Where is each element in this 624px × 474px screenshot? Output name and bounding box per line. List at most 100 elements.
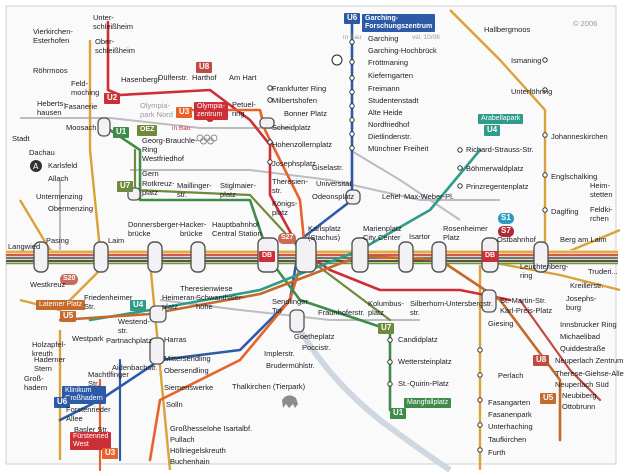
line-badge-s1[interactable]: S1 — [498, 213, 514, 224]
station-karlsfeld[interactable]: Karlsfeld — [48, 161, 78, 170]
station-karlsplatz[interactable]: Karlsplatz (Stachus) — [308, 224, 341, 242]
line-badge-u4-arabellapark[interactable]: U4 — [484, 125, 501, 136]
station-englschalking[interactable]: Englschalking — [551, 172, 598, 181]
station-georg-brauchle-ring[interactable]: Georg-Brauchle- Ring — [142, 136, 198, 154]
station-hoellriegelskreuth[interactable]: Höllriegelskreuth — [170, 446, 226, 455]
station-neuperlach-zentrum[interactable]: Neuperlach Zentrum — [555, 356, 624, 365]
station-petuelring[interactable]: Petuel- ring — [232, 100, 256, 118]
station-aidenbachstr[interactable]: Aidenbachstr. — [112, 363, 158, 372]
line-badge-u6[interactable]: U6 — [344, 13, 361, 24]
station-obermenzing[interactable]: Obermenzing — [48, 204, 94, 213]
station-wettersteinplatz[interactable]: Wettersteinplatz — [398, 357, 452, 366]
station-unterfoehring[interactable]: Unterföhring — [511, 87, 553, 96]
station-oberschleissheim[interactable]: Ober- schleißheim — [95, 37, 136, 55]
station-heimeranplatz[interactable]: Heimeran- platz — [162, 293, 198, 311]
station-klinikum-grosshadern[interactable]: Klinikum Großhadern — [62, 386, 106, 404]
station-rotkreuzplatz[interactable]: Rotkreuz- platz — [142, 179, 175, 197]
station-prinzregentenplatz[interactable]: Prinzregentenplatz — [466, 182, 529, 191]
station-unterschleissheim[interactable]: Unter- schleißheim — [93, 13, 134, 31]
line-badge-u3-south[interactable]: U3 — [102, 448, 119, 459]
station-freimann[interactable]: Freimann — [368, 84, 400, 93]
station-milbertshofen[interactable]: Milbertshofen — [272, 96, 318, 105]
station-heimstetten[interactable]: Heim- stetten — [590, 181, 613, 199]
station-therese-giehse-allee[interactable]: Therese-Giehse-Allee — [555, 369, 624, 378]
station-nordfriedhof[interactable]: Nordfriedhof — [368, 120, 410, 129]
station-st-quirin-platz[interactable]: St.-Quirin-Platz — [398, 379, 449, 388]
station-westpark[interactable]: Westpark — [72, 334, 104, 343]
station-hasenbergl[interactable]: Hasenbergl — [121, 75, 160, 84]
station-max-weber-platz[interactable]: Max-Weber-Pl. — [404, 192, 454, 201]
station-st-martin-str[interactable]: St.-Martin-Str. — [500, 296, 547, 305]
station-fuerstenried-west[interactable]: Fürstenried West — [70, 432, 112, 450]
station-donnersbergerbruecke[interactable]: Donnersberger- brücke — [128, 220, 181, 238]
line-badge-s20[interactable]: S20 — [60, 274, 79, 285]
station-basler-str[interactable]: Basler Str. — [74, 425, 109, 434]
station-kolumbusplatz[interactable]: Kolumbus- platz — [368, 299, 404, 317]
station-ismaning[interactable]: Ismaning — [511, 56, 542, 65]
station-friedenheimer-str[interactable]: Friedenheimer Str. — [84, 293, 133, 311]
line-badge-u4[interactable]: U4 — [130, 300, 147, 311]
station-goetheplatz[interactable]: Goetheplatz — [294, 332, 335, 341]
station-rosenheimer-platz[interactable]: Rosenheimer Platz — [443, 224, 488, 242]
station-odeonsplatz[interactable]: Odeonsplatz — [312, 192, 355, 201]
line-badge-s27[interactable]: S27 — [278, 233, 297, 244]
station-ottobrunn[interactable]: Ottobrunn — [562, 402, 596, 411]
station-theresienstr[interactable]: Theresien- str. — [272, 177, 308, 195]
station-innsbrucker-ring[interactable]: Innsbrucker Ring — [560, 320, 617, 329]
station-brudermuehlstr[interactable]: Brudermühlstr. — [266, 361, 315, 370]
station-universitaet[interactable]: Universität — [316, 179, 352, 188]
station-scheidplatz[interactable]: Scheidplatz — [272, 123, 311, 132]
station-olympiapark-nord[interactable]: Olympia- park Nord — [140, 101, 173, 119]
station-neubiberg[interactable]: Neubiberg — [562, 391, 597, 400]
station-moosach[interactable]: Moosach — [66, 123, 97, 132]
station-bonner-platz[interactable]: Bonner Platz — [284, 109, 327, 118]
station-josephsburg[interactable]: Josephs- burg — [566, 294, 597, 312]
station-siemenswerke[interactable]: Siemenswerke — [164, 383, 214, 392]
station-muenchner-freiheit[interactable]: Münchner Freiheit — [368, 144, 429, 153]
station-perlach[interactable]: Perlach — [498, 371, 524, 380]
line-badge-u5[interactable]: U5 — [60, 311, 77, 322]
station-holzapfelkreuth[interactable]: Holzapfel- kreuth — [32, 340, 66, 358]
station-hohenzollernplatz[interactable]: Hohenzollernplatz — [272, 140, 333, 149]
station-solln[interactable]: Solln — [166, 400, 183, 409]
station-kreillerstr[interactable]: Kreillerstr. — [570, 281, 604, 290]
station-thalkirchen[interactable]: Thalkirchen (Tierpark) — [232, 382, 306, 391]
station-richard-strauss-str[interactable]: Richard-Strauss-Str. — [466, 145, 534, 154]
station-josephsplatz[interactable]: Josephsplatz — [272, 159, 316, 168]
station-duelferstr[interactable]: Dülferstr. — [158, 73, 189, 82]
station-lehel[interactable]: Lehel — [382, 192, 401, 201]
station-hebertshausen[interactable]: Heberts- hausen — [37, 99, 66, 117]
station-isartor[interactable]: Isartor — [409, 232, 431, 241]
station-westendstr[interactable]: Westend- str. — [118, 317, 150, 335]
station-silberhornstr[interactable]: Silberhorn- str. — [410, 299, 447, 317]
station-roehrmoos[interactable]: Röhrmoos — [33, 66, 68, 75]
station-garching-hochbrueck[interactable]: Garching-Hochbrück — [368, 46, 437, 55]
station-dachau[interactable]: Dachau — [29, 148, 55, 157]
station-forstenrieder-allee[interactable]: Forstenrieder Allee — [66, 405, 111, 423]
station-candidplatz[interactable]: Candidplatz — [398, 335, 438, 344]
line-badge-u1[interactable]: U1 — [113, 127, 130, 138]
station-studentenstadt[interactable]: Studentenstadt — [368, 96, 419, 105]
station-stiglmaierplatz[interactable]: Stiglmaier- platz — [220, 181, 256, 199]
station-grosshadern[interactable]: Groß- hadern — [24, 374, 48, 392]
station-stadt[interactable]: Stadt — [12, 134, 30, 143]
station-boehmerwaldplatz[interactable]: Böhmerwaldplatz — [466, 164, 524, 173]
station-garching-forschungszentrum[interactable]: Garching- Forschungszentrum — [362, 14, 436, 32]
station-olympiazentrum[interactable]: Olympia- zentrum — [194, 102, 229, 120]
station-am-hart[interactable]: Am Hart — [229, 73, 257, 82]
station-fasangarten[interactable]: Fasangarten — [488, 398, 531, 407]
station-harthof[interactable]: Harthof — [192, 73, 217, 82]
station-obersendling[interactable]: Obersendling — [164, 366, 209, 375]
station-grosshesselohe[interactable]: Großhesselohe Isartalbf. — [170, 424, 253, 433]
station-marienplatz[interactable]: Marienplatz City Center — [363, 224, 402, 242]
station-frankfurter-ring[interactable]: Frankfurter Ring — [272, 84, 327, 93]
line-badge-u6-south[interactable]: U6 — [54, 397, 71, 408]
station-westfriedhof[interactable]: Westfriedhof — [142, 154, 184, 163]
line-badge-oez[interactable]: OEZ — [137, 125, 158, 136]
station-froettmaning[interactable]: Fröttmaning — [368, 58, 409, 67]
station-karl-preis-platz[interactable]: Karl-Preis-Platz — [500, 306, 553, 315]
line-badge-u3[interactable]: U3 — [176, 107, 193, 118]
station-giselastr[interactable]: Giselastr. — [312, 163, 344, 172]
station-ostbahnhof[interactable]: Ostbahnhof — [497, 235, 536, 244]
station-laim[interactable]: Laim — [108, 236, 125, 245]
